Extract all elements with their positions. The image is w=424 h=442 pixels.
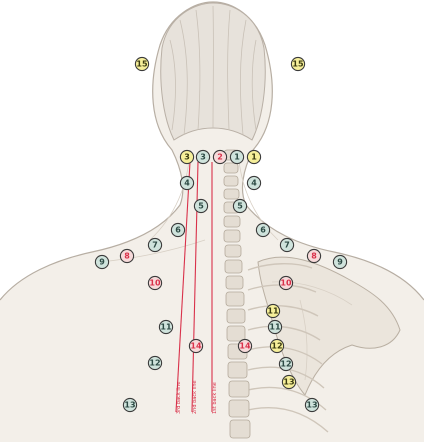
acupoint-3: 3 xyxy=(196,150,209,163)
acupoint-9: 9 xyxy=(95,255,108,268)
acupoint-label: 8 xyxy=(311,252,317,261)
acupoint-label: 1 xyxy=(251,153,257,162)
acupoint-11: 11 xyxy=(266,304,279,317)
acupoint-label: 2 xyxy=(217,153,223,162)
acupoint-label: 11 xyxy=(267,307,279,316)
acupoint-12: 12 xyxy=(270,339,283,352)
acupoint-14: 14 xyxy=(189,339,202,352)
acupoint-15: 15 xyxy=(135,57,148,70)
acupoint-13: 13 xyxy=(123,398,136,411)
acupoint-label: 10 xyxy=(280,279,292,288)
acupoint-7: 7 xyxy=(148,238,161,251)
acupoint-13: 13 xyxy=(305,398,318,411)
acupoint-1: 1 xyxy=(230,150,243,163)
acupoint-label: 13 xyxy=(283,378,294,387)
acupoint-label: 10 xyxy=(149,279,161,288)
acupoint-label: 12 xyxy=(280,360,291,369)
acupoint-5: 5 xyxy=(233,199,246,212)
acupoint-label: 7 xyxy=(284,241,290,250)
acupoint-7: 7 xyxy=(280,238,293,251)
acupoint-label: 15 xyxy=(136,60,148,69)
back-line-label-3: 3rd back line xyxy=(176,382,182,414)
acupoint-label: 9 xyxy=(337,258,343,267)
acupoint-label: 7 xyxy=(152,241,158,250)
acupoint-label: 14 xyxy=(190,342,202,351)
acupoint-label: 13 xyxy=(124,401,135,410)
acupoint-11: 11 xyxy=(268,320,281,333)
acupoint-5: 5 xyxy=(194,199,207,212)
acupoint-label: 11 xyxy=(269,323,281,332)
acupoint-label: 3 xyxy=(184,153,190,162)
acupoint-9: 9 xyxy=(333,255,346,268)
acupoint-label: 6 xyxy=(175,226,181,235)
acupoint-4: 4 xyxy=(247,176,260,189)
acupoint-14: 14 xyxy=(238,339,251,352)
acupoint-12: 12 xyxy=(279,357,292,370)
acupoint-6: 6 xyxy=(171,223,184,236)
acupoint-10: 10 xyxy=(148,276,161,289)
acupoint-label: 5 xyxy=(237,202,243,211)
acupoint-label: 9 xyxy=(99,258,105,267)
acupoint-label: 6 xyxy=(260,226,266,235)
acupoint-6: 6 xyxy=(256,223,269,236)
acupoint-3: 3 xyxy=(180,150,193,163)
acupoint-label: 13 xyxy=(306,401,317,410)
acupoint-15: 15 xyxy=(291,57,304,70)
acupoint-label: 4 xyxy=(184,179,190,188)
acupoint-11: 11 xyxy=(159,320,172,333)
acupoint-label: 11 xyxy=(160,323,172,332)
back-line-label-1: 1st back line xyxy=(212,382,218,414)
acupoint-label: 14 xyxy=(239,342,251,351)
back-line-label-2: 2nd back line xyxy=(192,380,198,414)
acupoint-12: 12 xyxy=(148,356,161,369)
acupoint-label: 12 xyxy=(271,342,282,351)
acupoint-label: 12 xyxy=(149,359,160,368)
acupoint-13: 13 xyxy=(282,375,295,388)
acupoint-label: 4 xyxy=(251,179,257,188)
acupoint-label: 5 xyxy=(198,202,204,211)
acupoint-8: 8 xyxy=(120,249,133,262)
acupoint-label: 3 xyxy=(200,153,206,162)
acupoint-2: 2 xyxy=(213,150,226,163)
acupoint-label: 15 xyxy=(292,60,304,69)
acupoint-1: 1 xyxy=(247,150,260,163)
acupoint-8: 8 xyxy=(307,249,320,262)
acupoint-4: 4 xyxy=(180,176,193,189)
acupoint-label: 1 xyxy=(234,153,240,162)
acupoint-10: 10 xyxy=(279,276,292,289)
acupoint-label: 8 xyxy=(124,252,130,261)
